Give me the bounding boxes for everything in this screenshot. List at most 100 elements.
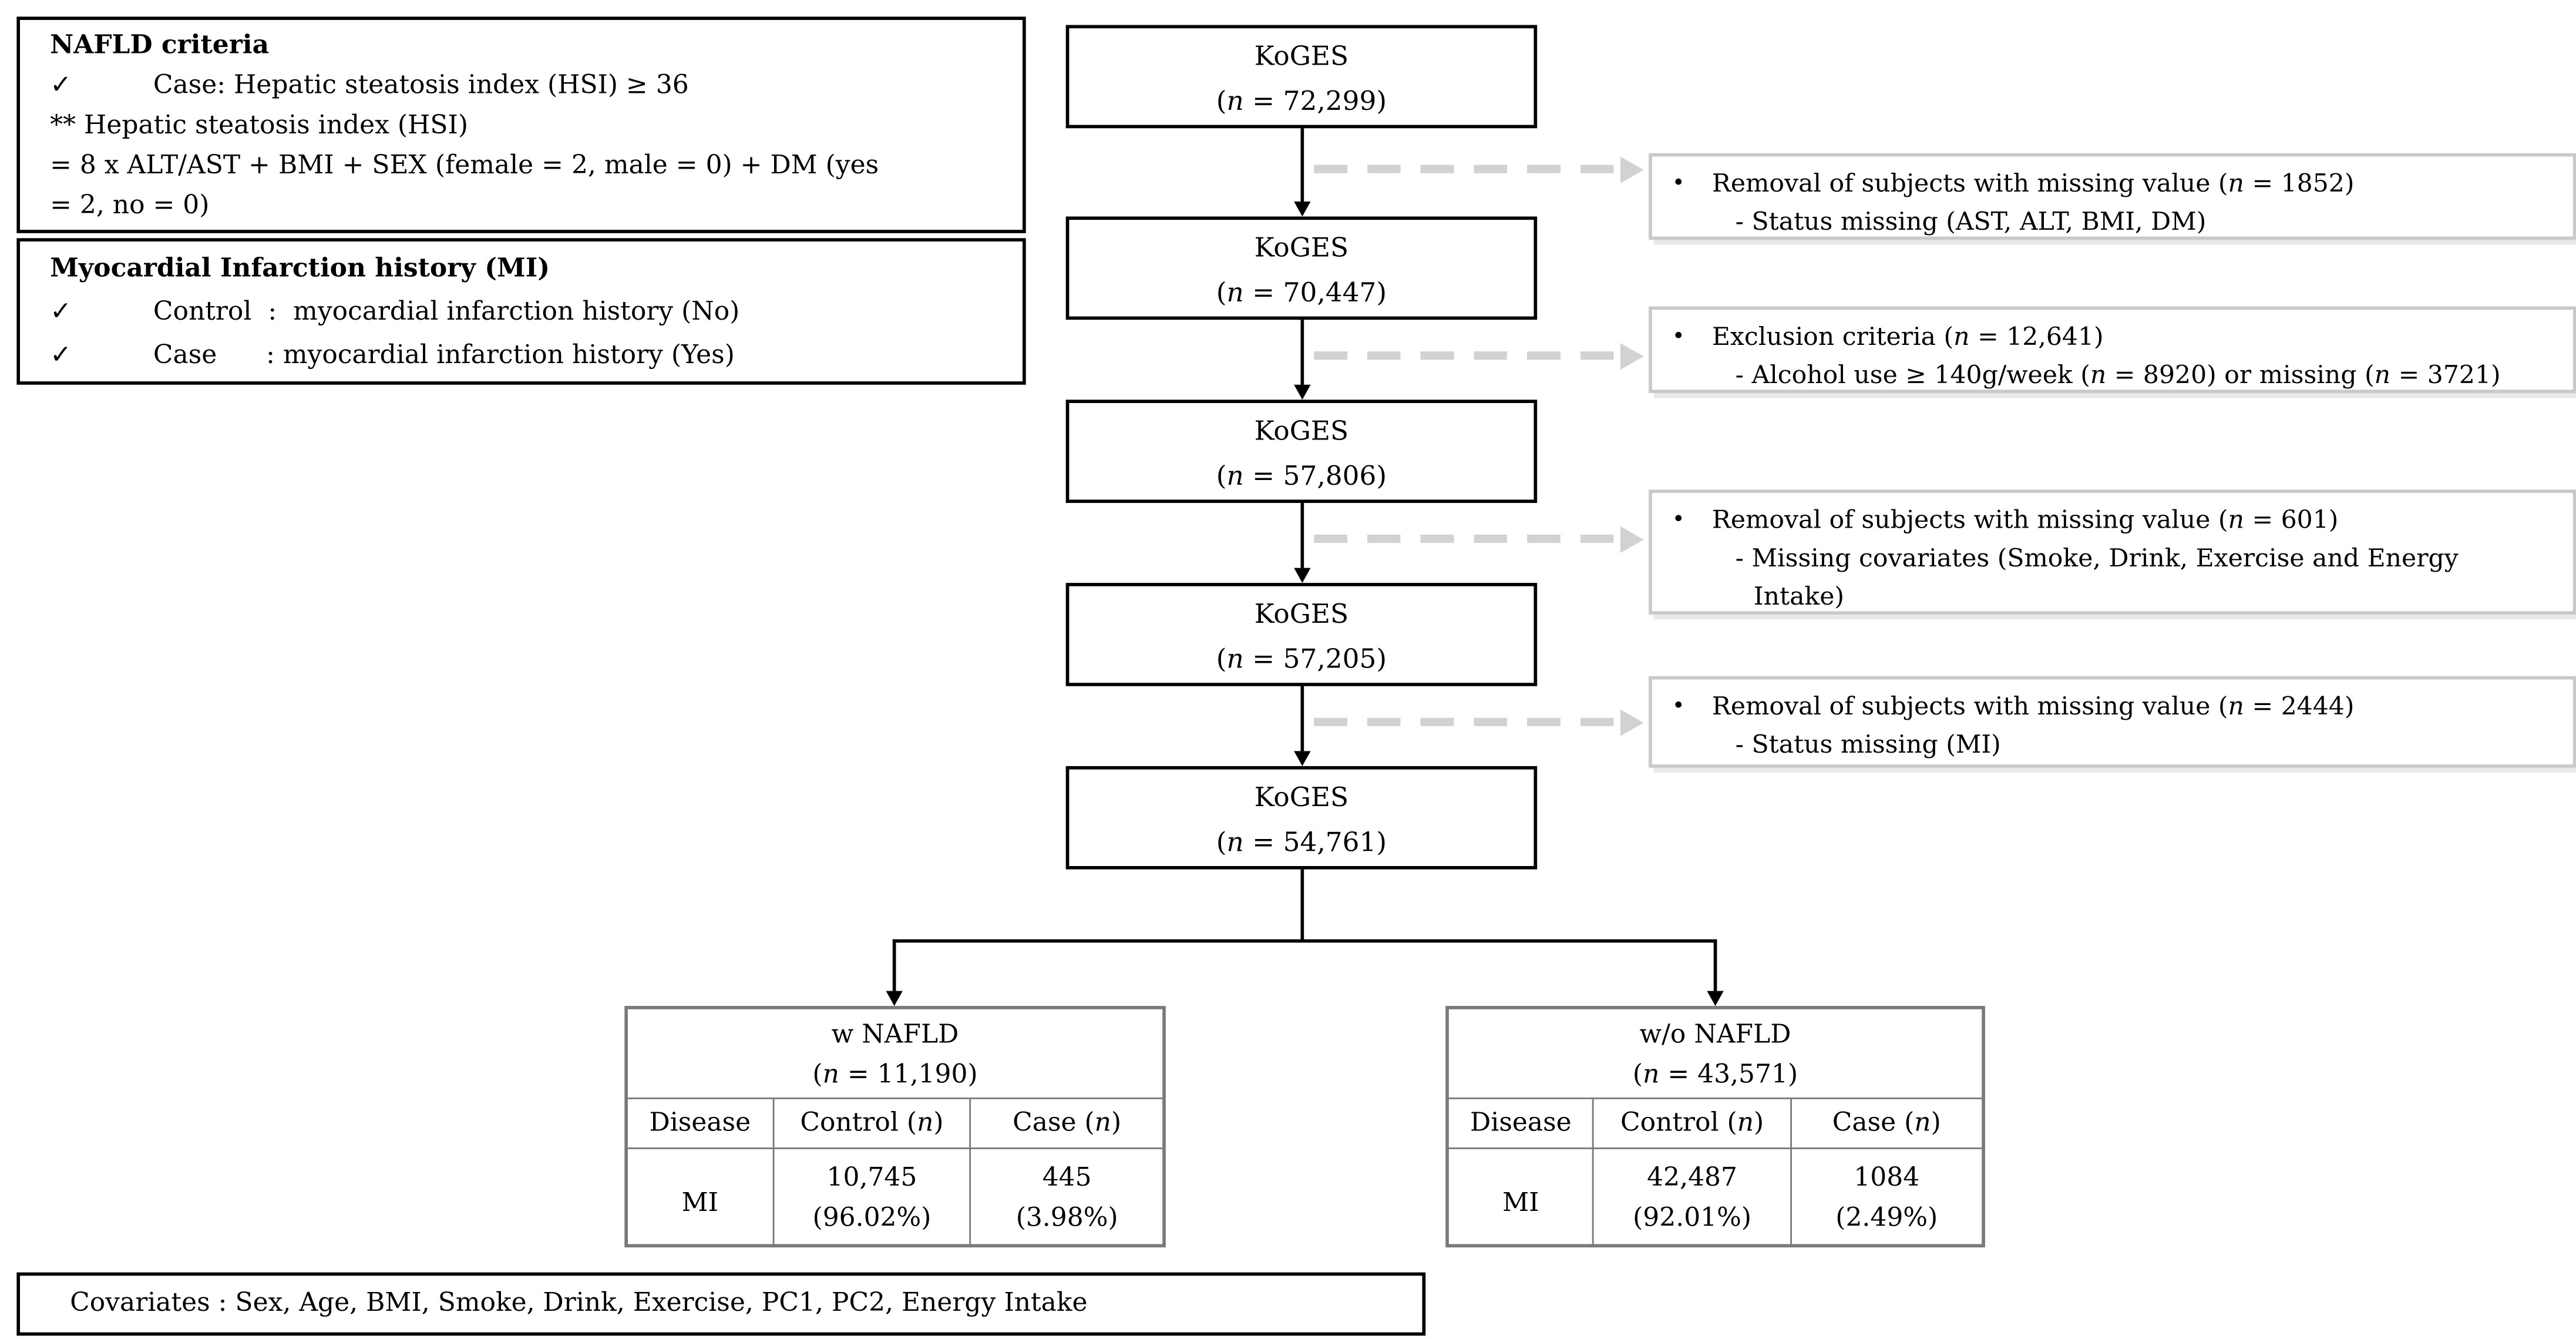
side-note-line: • Removal of subjects with missing value… [1666, 165, 2557, 203]
mi-history-title: Myocardial Infarction history (MI) [50, 251, 550, 283]
flow-node-label: KoGES [1254, 231, 1349, 263]
arrow-head-icon [1294, 568, 1311, 583]
mi-history-box: Myocardial Infarction history (MI) ✓ Con… [16, 238, 1026, 385]
nafld-check-text: Case: Hepatic steatosis index (HSI) ≥ 36 [153, 70, 689, 100]
arrow-head-icon [1707, 991, 1724, 1006]
arrow-line [1300, 128, 1304, 202]
flow-node-koges-2: KoGES (n = 70,447) [1065, 216, 1538, 320]
side-note-missing-mi: • Removal of subjects with missing value… [1649, 676, 2576, 768]
dashed-arrow-head-icon [1620, 709, 1644, 736]
table-col-header: Control (n) [1592, 1099, 1790, 1149]
hsi-note-line: ** Hepatic steatosis index (HSI) [50, 110, 469, 140]
side-note-text: Removal of subjects with missing value (… [1711, 504, 2339, 535]
side-note-missing-covariates: • Removal of subjects with missing value… [1649, 489, 2576, 615]
checkmark-icon: ✓ [50, 340, 72, 370]
mi-case-item: ✓ Case : myocardial infarction history (… [50, 333, 1006, 377]
nafld-criteria-title: NAFLD criteria [50, 28, 270, 61]
side-note-text: Exclusion criteria (n = 12,641) [1711, 321, 2104, 352]
dashed-connector-line [1314, 534, 1624, 543]
table-col-header: Case (n) [970, 1099, 1163, 1149]
table-col-header: Disease [627, 1099, 772, 1149]
table-cell-case: 1084 (2.49%) [1790, 1149, 1982, 1248]
nafld-check-item: ✓ Case: Hepatic steatosis index (HSI) ≥ … [50, 65, 1006, 105]
case-percent: (2.49%) [1835, 1202, 1938, 1233]
flow-node-label: KoGES [1254, 414, 1349, 447]
table-cell-disease: MI [681, 1187, 719, 1218]
checkmark-icon: ✓ [50, 70, 72, 100]
table-title-count: (n = 11,190) [812, 1059, 978, 1089]
bullet-icon: • [1672, 694, 1685, 720]
table-title: w NAFLD (n = 11,190) [627, 1009, 1163, 1099]
flow-node-label: KoGES [1254, 781, 1349, 813]
table-title-text: w/o NAFLD [1639, 1019, 1791, 1049]
side-note-line: • Removal of subjects with missing value… [1666, 688, 2557, 726]
outcome-table-with-nafld: w NAFLD (n = 11,190) Disease Control (n)… [624, 1006, 1166, 1248]
flow-node-koges-4: KoGES (n = 57,205) [1065, 583, 1538, 686]
mi-control-text: Control : myocardial infarction history … [153, 296, 740, 327]
table-col-header: Disease [1448, 1099, 1593, 1149]
nafld-criteria-box: NAFLD criteria ✓ Case: Hepatic steatosis… [16, 16, 1026, 233]
table-col-header: Case (n) [1790, 1099, 1982, 1149]
side-note-text: Removal of subjects with missing value (… [1711, 168, 2355, 199]
control-count: 10,745 [826, 1162, 917, 1193]
flow-node-label: KoGES [1254, 40, 1349, 72]
dashed-arrow-head-icon [1620, 156, 1644, 183]
flow-node-count: (n = 70,447) [1216, 276, 1387, 308]
case-count: 1084 [1854, 1162, 1920, 1193]
case-percent: (3.98%) [1015, 1202, 1118, 1233]
covariates-box: Covariates : Sex, Age, BMI, Smoke, Drink… [16, 1272, 1426, 1336]
outcome-table-without-nafld: w/o NAFLD (n = 43,571) Disease Control (… [1445, 1006, 1985, 1248]
checkmark-icon: ✓ [50, 296, 72, 327]
table-col-header: Control (n) [772, 1099, 970, 1149]
side-note-detail: - Status missing (AST, ALT, BMI, DM) [1735, 206, 2207, 237]
branch-left-line [892, 939, 896, 991]
table-cell-control: 10,745 (96.02%) [772, 1149, 970, 1248]
table-title-text: w NAFLD [831, 1019, 959, 1049]
arrow-head-icon [1294, 384, 1311, 400]
dashed-arrow-head-icon [1620, 342, 1644, 369]
hsi-formula-text: = 8 x ALT/AST + BMI + SEX (female = 2, m… [50, 150, 879, 220]
bullet-icon: • [1672, 324, 1685, 350]
side-note-detail: - Missing covariates (Smoke, Drink, Exer… [1735, 543, 2459, 612]
flow-node-label: KoGES [1254, 598, 1349, 630]
mi-case-text: Case : myocardial infarction history (Ye… [153, 340, 735, 370]
flow-node-count: (n = 57,806) [1216, 459, 1387, 492]
control-percent: (96.02%) [812, 1202, 931, 1233]
side-note-text: Removal of subjects with missing value (… [1711, 691, 2355, 721]
control-percent: (92.01%) [1633, 1202, 1752, 1233]
side-note-line: • Exclusion criteria (n = 12,641) [1666, 318, 2557, 356]
dashed-connector-line [1314, 351, 1624, 360]
side-note-detail: - Status missing (MI) [1735, 729, 2001, 760]
flow-node-count: (n = 72,299) [1216, 85, 1387, 117]
dashed-connector-line [1314, 165, 1624, 173]
arrow-line [1300, 320, 1304, 385]
flow-node-count: (n = 57,205) [1216, 643, 1387, 675]
branch-stem-line [1300, 869, 1304, 941]
flow-node-koges-5: KoGES (n = 54,761) [1065, 766, 1538, 870]
table-cell-disease: MI [1502, 1187, 1539, 1218]
side-note-line: • Removal of subjects with missing value… [1666, 501, 2557, 539]
flow-node-count: (n = 54,761) [1216, 825, 1387, 858]
table-title: w/o NAFLD (n = 43,571) [1448, 1009, 1982, 1099]
bullet-icon: • [1672, 508, 1685, 533]
side-note-detail: - Alcohol use ≥ 140g/week (n = 8920) or … [1735, 360, 2501, 390]
hsi-formula-line: = 8 x ALT/AST + BMI + SEX (female = 2, m… [50, 145, 1006, 225]
side-note-exclusion: • Exclusion criteria (n = 12,641) - Alco… [1649, 306, 2576, 393]
covariates-text: Covariates : Sex, Age, BMI, Smoke, Drink… [70, 1287, 1088, 1318]
flow-node-koges-1: KoGES (n = 72,299) [1065, 25, 1538, 129]
mi-control-item: ✓ Control : myocardial infarction histor… [50, 290, 1006, 333]
side-note-missing-baseline: • Removal of subjects with missing value… [1649, 153, 2576, 240]
branch-horizontal-line [892, 939, 1717, 943]
flow-node-koges-3: KoGES (n = 57,806) [1065, 400, 1538, 504]
table-cell-control: 42,487 (92.01%) [1592, 1149, 1790, 1248]
arrow-head-icon [1294, 751, 1311, 766]
bullet-icon: • [1672, 171, 1685, 197]
control-count: 42,487 [1647, 1162, 1738, 1193]
arrow-line [1300, 686, 1304, 751]
arrow-line [1300, 503, 1304, 568]
dashed-arrow-head-icon [1620, 525, 1644, 552]
case-count: 445 [1042, 1162, 1092, 1193]
dashed-connector-line [1314, 717, 1624, 726]
table-cell-case: 445 (3.98%) [970, 1149, 1162, 1248]
